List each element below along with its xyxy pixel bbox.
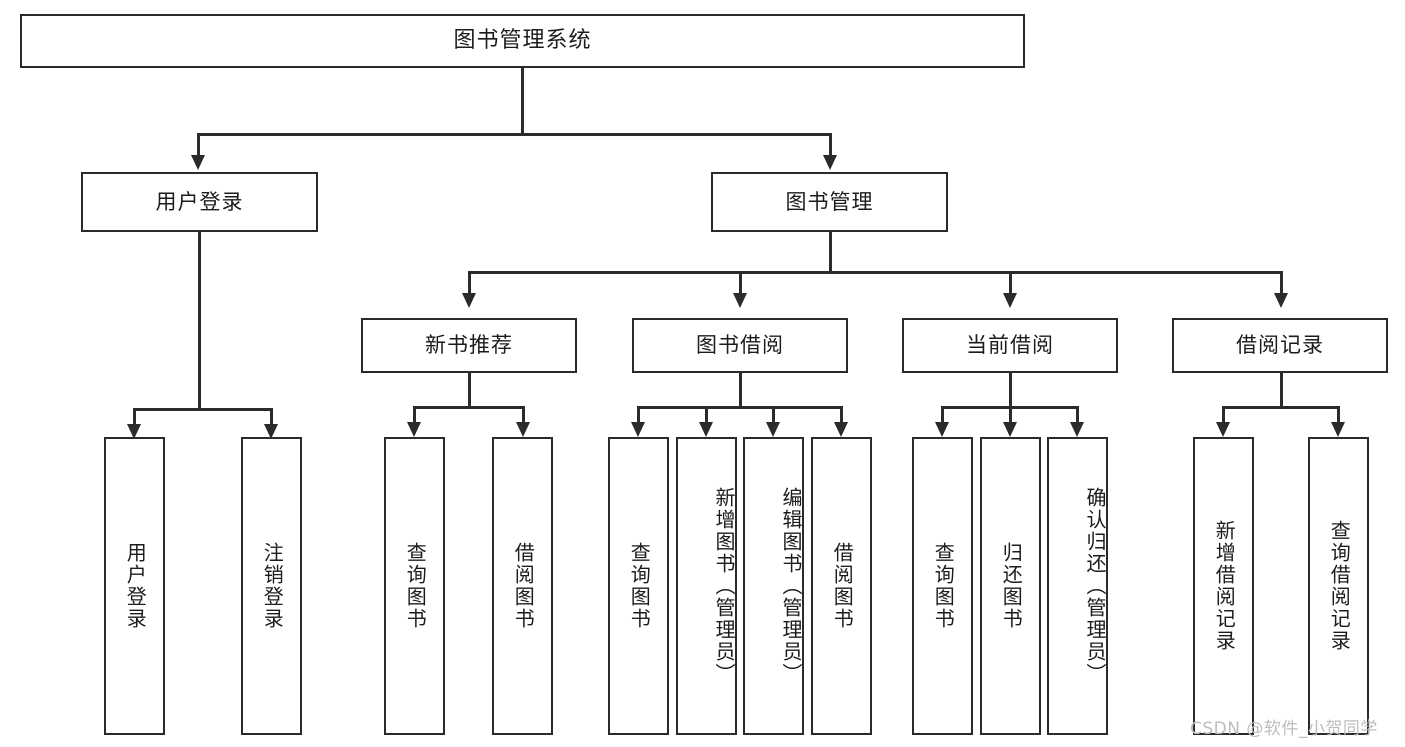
leaf-records-add-record[interactable]: 新增借阅记录 [1193, 437, 1254, 735]
connector-current-stem [1009, 373, 1012, 408]
connector-borrow-to-leaf-2 [772, 406, 775, 428]
connector-borrow-to-leaf-0 [637, 406, 640, 428]
leaf-borrow-query-books[interactable]: 查询图书 [608, 437, 669, 735]
arrow-book-manage-to-new-book [462, 293, 476, 308]
arrow-user-login-to-leaf-1 [264, 424, 278, 439]
leaf-user-login-logout[interactable]: 注销登录 [241, 437, 302, 735]
arrow-borrow-to-leaf-1 [699, 422, 713, 437]
leaf-borrow-edit-book-admin[interactable]: 编辑图书（管理员） [743, 437, 804, 735]
connector-current-to-leaf-1 [1009, 406, 1012, 428]
arrow-records-to-leaf-1 [1331, 422, 1345, 437]
connector-new-book-stem [468, 373, 471, 408]
leaf-new-book-borrow-books[interactable]: 借阅图书 [492, 437, 553, 735]
leaf-borrow-borrow-books[interactable]: 借阅图书 [811, 437, 872, 735]
connector-root-bus [197, 133, 831, 136]
connector-book-manage-to-current [1009, 271, 1012, 295]
leaf-current-query-books[interactable]: 查询图书 [912, 437, 973, 735]
node-new-book-recommend[interactable]: 新书推荐 [361, 318, 577, 373]
leaf-current-confirm-return-admin[interactable]: 确认归还（管理员） [1047, 437, 1108, 735]
connector-user-login-to-leaf-1 [270, 408, 273, 430]
leaf-user-login-login[interactable]: 用户登录 [104, 437, 165, 735]
node-book-borrow[interactable]: 图书借阅 [632, 318, 848, 373]
connector-new-book-to-leaf-1 [522, 406, 525, 428]
connector-current-to-leaf-0 [941, 406, 944, 428]
arrow-current-to-leaf-2 [1070, 422, 1084, 437]
leaf-new-book-query-books[interactable]: 查询图书 [384, 437, 445, 735]
arrow-new-book-to-leaf-1 [516, 422, 530, 437]
connector-book-manage-to-new-book [468, 271, 471, 295]
connector-root-stem [521, 68, 524, 134]
leaf-current-return-books[interactable]: 归还图书 [980, 437, 1041, 735]
node-user-login[interactable]: 用户登录 [81, 172, 318, 232]
connector-user-login-stem [198, 232, 201, 410]
connector-borrow-to-leaf-3 [840, 406, 843, 428]
connector-borrow-to-leaf-1 [705, 406, 708, 428]
connector-book-manage-stem [829, 232, 832, 273]
arrow-borrow-to-leaf-3 [834, 422, 848, 437]
node-current-borrow[interactable]: 当前借阅 [902, 318, 1118, 373]
arrow-root-to-book-manage [823, 155, 837, 170]
connector-current-to-leaf-2 [1076, 406, 1079, 428]
leaf-borrow-add-book-admin[interactable]: 新增图书（管理员） [676, 437, 737, 735]
connector-root-to-user-login [197, 133, 200, 157]
arrow-borrow-to-leaf-0 [631, 422, 645, 437]
arrow-user-login-to-leaf-0 [127, 424, 141, 439]
connector-root-to-book-manage [829, 133, 832, 157]
arrow-borrow-to-leaf-2 [766, 422, 780, 437]
connector-records-to-leaf-1 [1337, 406, 1340, 428]
node-book-management[interactable]: 图书管理 [711, 172, 948, 232]
arrow-current-to-leaf-0 [935, 422, 949, 437]
leaf-records-query-record[interactable]: 查询借阅记录 [1308, 437, 1369, 735]
connector-book-manage-to-borrow [739, 271, 742, 295]
arrow-new-book-to-leaf-0 [407, 422, 421, 437]
connector-records-bus [1222, 406, 1339, 409]
arrow-book-manage-to-borrow [733, 293, 747, 308]
connector-records-to-leaf-0 [1222, 406, 1225, 428]
node-root-system[interactable]: 图书管理系统 [20, 14, 1025, 68]
connector-records-stem [1280, 373, 1283, 408]
connector-new-book-to-leaf-0 [413, 406, 416, 428]
arrow-book-manage-to-current [1003, 293, 1017, 308]
connector-book-manage-bus [468, 271, 1282, 274]
connector-user-login-to-leaf-0 [133, 408, 136, 430]
arrow-current-to-leaf-1 [1003, 422, 1017, 437]
connector-borrow-stem [739, 373, 742, 408]
connector-user-login-bus [133, 408, 272, 411]
node-borrow-records[interactable]: 借阅记录 [1172, 318, 1388, 373]
connector-new-book-bus [413, 406, 524, 409]
arrow-book-manage-to-records [1274, 293, 1288, 308]
arrow-records-to-leaf-0 [1216, 422, 1230, 437]
connector-book-manage-to-records [1280, 271, 1283, 295]
connector-borrow-bus [637, 406, 842, 409]
arrow-root-to-user-login [191, 155, 205, 170]
